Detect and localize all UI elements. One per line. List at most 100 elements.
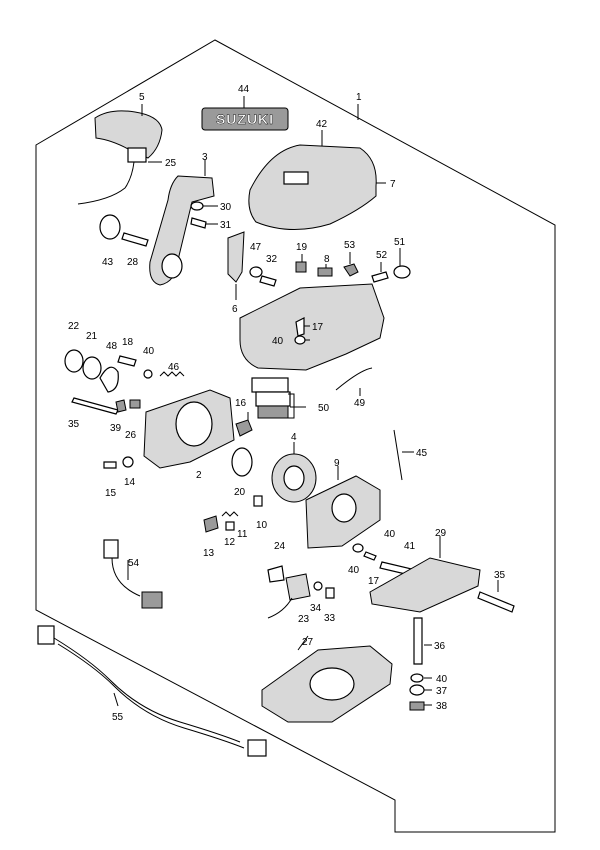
callout-20: 20 [234, 487, 246, 498]
callout-47: 47 [250, 242, 262, 253]
callout-32: 32 [266, 254, 278, 265]
callout-45: 45 [416, 448, 428, 459]
part-ring-20 [231, 447, 253, 477]
part-bolt-31 [190, 217, 207, 229]
part-spring-11 [221, 511, 239, 517]
callout-14: 14 [124, 477, 136, 488]
part-screw-32 [259, 275, 277, 287]
part-spline-hub [161, 253, 183, 279]
callout-35b: 35 [494, 570, 506, 581]
callout-29: 29 [435, 528, 447, 539]
callout-19: 19 [296, 242, 308, 253]
part-bolt-35a [71, 397, 119, 415]
callout-34: 34 [310, 603, 322, 614]
part-screw-52 [371, 271, 389, 283]
part-clip-48 [99, 366, 119, 393]
callout-35a: 35 [68, 419, 80, 430]
callout-40a: 40 [143, 346, 155, 357]
part-label-50a [251, 377, 289, 393]
callout-4: 4 [291, 432, 297, 443]
callout-15: 15 [105, 488, 117, 499]
callout-39: 39 [110, 423, 122, 434]
callout-7: 7 [390, 179, 396, 190]
part-washer-30 [190, 201, 204, 211]
part-clip-39 [115, 399, 127, 413]
callout-labels: 1 2 3 4 5 6 7 8 9 10 11 12 13 14 15 16 1… [68, 84, 506, 723]
part-spring-46 [159, 371, 185, 377]
callout-13: 13 [203, 548, 215, 559]
part-screw-18 [117, 355, 137, 367]
part-spring-holder-8 [317, 267, 333, 277]
callout-36: 36 [434, 641, 446, 652]
wire-25 [77, 161, 135, 205]
part-connector-55a [37, 625, 55, 645]
part-ring-22 [64, 349, 84, 373]
callout-31: 31 [220, 220, 232, 231]
callout-22: 22 [68, 321, 80, 332]
callout-9: 9 [334, 458, 340, 469]
assembly-boundary [35, 39, 556, 833]
part-connector-55b [247, 739, 267, 757]
callout-10: 10 [256, 520, 268, 531]
part-washer-47 [249, 266, 263, 278]
callout-3: 3 [202, 152, 208, 163]
callout-17a: 17 [312, 322, 324, 333]
part-handle-grip [94, 110, 163, 159]
brand-badge-text: SUZUKI [216, 111, 274, 127]
part-washer-34 [313, 581, 323, 591]
callout-17b: 17 [368, 576, 380, 587]
part-pin-10 [253, 495, 263, 507]
callout-46: 46 [168, 362, 180, 373]
callout-21: 21 [86, 331, 98, 342]
part-connector-54b [141, 591, 163, 609]
callout-52: 52 [376, 250, 388, 261]
part-nut-53 [343, 263, 359, 277]
part-pad-19 [295, 261, 307, 273]
callout-41: 41 [404, 541, 416, 552]
callout-55: 55 [112, 712, 124, 723]
part-bolt-36 [413, 617, 423, 665]
part-washer-40a [294, 335, 306, 345]
callout-30: 30 [220, 202, 232, 213]
leader-lines [113, 96, 499, 707]
part-switch-23 [285, 573, 311, 601]
callout-5: 5 [139, 92, 145, 103]
callout-49: 49 [354, 398, 366, 409]
part-bracket-6 [227, 231, 245, 283]
part-switch-24 [267, 565, 285, 583]
part-washer-14 [122, 456, 134, 468]
part-wire-49 [335, 367, 373, 391]
part-connector-54a [103, 539, 119, 559]
part-ring-43 [99, 214, 121, 240]
part-nut-16 [235, 419, 253, 437]
callout-11: 11 [237, 529, 248, 540]
callout-40e: 40 [436, 674, 448, 685]
callout-23: 23 [298, 614, 310, 625]
part-body-bore [175, 401, 213, 447]
callout-43: 43 [102, 257, 114, 268]
part-ball-12 [225, 521, 235, 531]
part-nut-38 [409, 701, 425, 711]
callout-40c: 40 [384, 529, 396, 540]
callout-12: 12 [224, 537, 236, 548]
part-clip-13 [203, 515, 219, 533]
part-gear-window [283, 171, 309, 185]
callout-24: 24 [274, 541, 286, 552]
callout-50: 50 [318, 403, 330, 414]
part-cable-tie-45 [393, 429, 403, 481]
part-gear-4-hub [283, 465, 305, 491]
callout-53: 53 [344, 240, 356, 251]
part-screw-28 [121, 232, 149, 247]
callout-28: 28 [127, 257, 139, 268]
callout-44: 44 [238, 84, 250, 95]
callout-33: 33 [324, 613, 336, 624]
wire-23 [267, 597, 293, 619]
callout-2: 2 [196, 470, 202, 481]
part-screw-17 [295, 317, 305, 337]
wire-54 [111, 557, 141, 597]
callout-40d: 40 [348, 565, 360, 576]
callout-6: 6 [232, 304, 238, 315]
part-bolt-35b [477, 591, 515, 613]
wire-55 [53, 637, 241, 743]
